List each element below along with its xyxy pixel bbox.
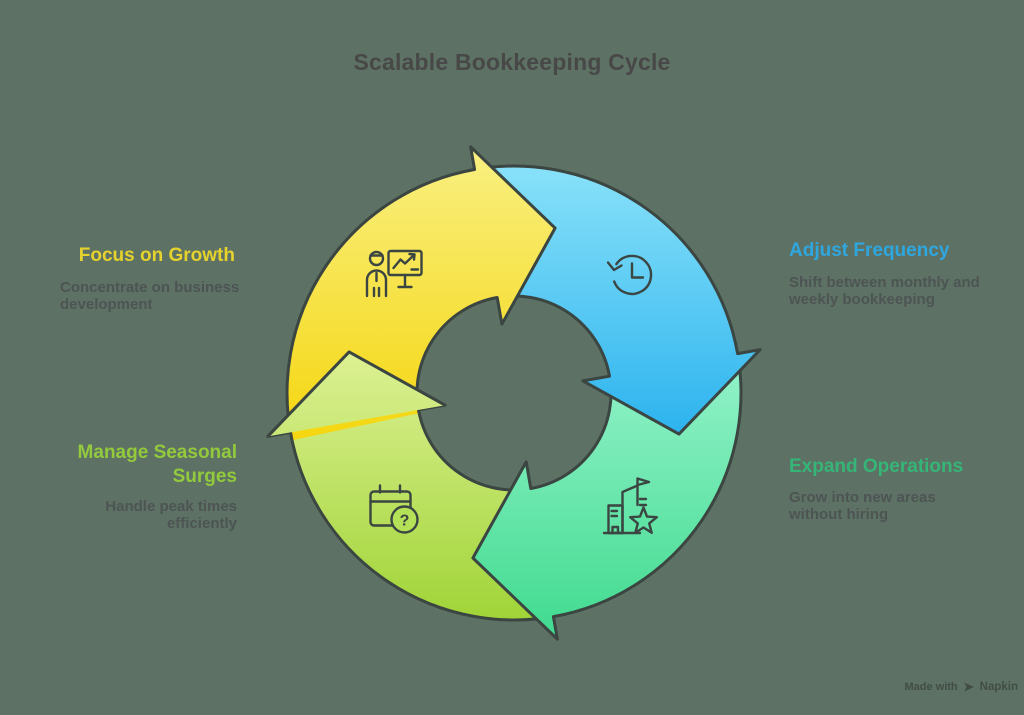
step-desc-adjust-frequency: Shift between monthly and weekly bookkee… — [789, 274, 980, 308]
calendar-question-icon: ? — [369, 484, 419, 534]
step-desc-manage-seasonal-surges: Handle peak times efficiently — [105, 498, 237, 532]
diagram-title: Scalable Bookkeeping Cycle — [353, 49, 671, 75]
watermark-made-with: Made with — [904, 681, 958, 693]
step-desc-focus-on-growth: Concentrate on business development — [60, 279, 240, 313]
arrowhead-up-icon — [266, 350, 446, 438]
step-label-expand-operations: Expand Operations — [789, 456, 964, 477]
svg-text:?: ? — [400, 513, 410, 530]
step-desc-expand-operations: Grow into new areas without hiring — [789, 489, 936, 523]
history-clock-icon — [606, 254, 653, 296]
building-star-icon — [602, 477, 658, 535]
step-label-adjust-frequency: Adjust Frequency — [789, 240, 950, 261]
watermark-brand: Napkin — [979, 681, 1018, 693]
step-label-focus-on-growth: Focus on Growth — [78, 245, 235, 266]
napkin-logo-icon — [963, 682, 974, 692]
step-label-manage-seasonal-surges: Manage Seasonal Surges — [77, 442, 237, 487]
watermark: Made with Napkin — [904, 681, 1018, 693]
presenter-chart-icon — [365, 249, 423, 298]
